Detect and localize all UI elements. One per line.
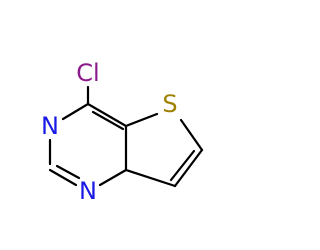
chlorine-atom-label: Cl [76, 59, 99, 87]
bond-c4-n3 [61, 102, 90, 121]
nitrogen-atom-label-bottom: N [79, 177, 97, 205]
bond-c4-c4a-inner [91, 110, 125, 131]
nitrogen-atom-label-top: N [41, 112, 59, 140]
sulfur-atom-label: S [162, 90, 177, 118]
thienopyrimidine-structure: Cl N N S [41, 59, 204, 205]
bond-n1-c7a [98, 168, 128, 187]
bond-c7-c7a [124, 168, 177, 188]
bond-c2-n1 [48, 168, 78, 187]
bond-c4a-s [124, 112, 159, 128]
structure-canvas: Cl N N S [41, 59, 204, 205]
bond-c6-c7 [173, 148, 204, 188]
bond-s-c6 [179, 118, 204, 152]
bond-c2-n1-inner [55, 164, 81, 180]
bond-c6-c7-inner [169, 149, 196, 182]
bond-c4-c4a [86, 102, 128, 128]
bond-group [48, 85, 204, 188]
